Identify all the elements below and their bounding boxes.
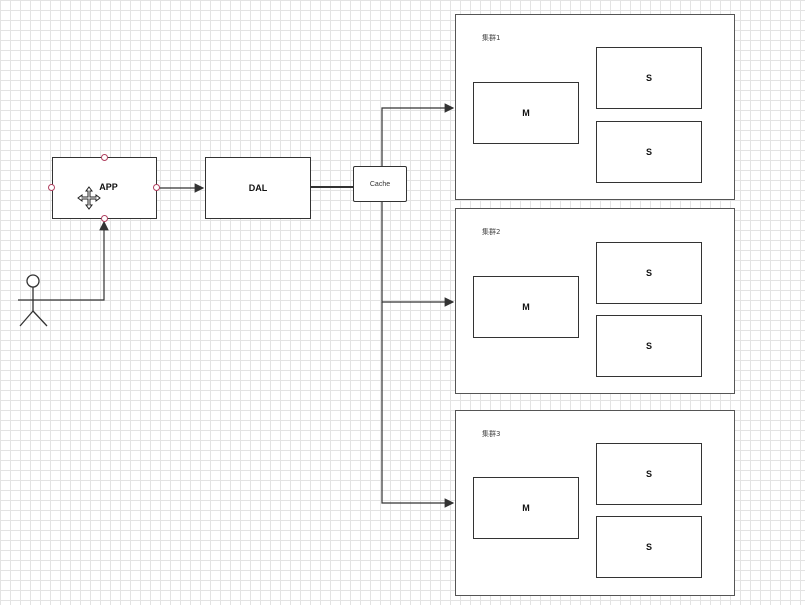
dal-node[interactable]: DAL (205, 157, 311, 219)
cluster-2-slave-2[interactable]: S (596, 315, 702, 377)
cluster-3-slave-1[interactable]: S (596, 443, 702, 505)
move-cursor-icon (77, 186, 101, 210)
cache-to-cluster2-connector (381, 202, 455, 307)
app-bottom-handle[interactable] (101, 215, 108, 222)
cluster-3-label: 集群3 (482, 430, 501, 438)
actor-to-app-connector (48, 220, 109, 301)
cluster-1-label: 集群1 (482, 34, 501, 42)
cache-node[interactable]: Cache (353, 166, 407, 202)
cluster-2-master-label: M (522, 302, 530, 312)
app-right-handle[interactable] (153, 184, 160, 191)
cluster-1-master-label: M (522, 108, 530, 118)
cache-to-cluster3-connector (381, 302, 455, 508)
cluster-3-slave-2[interactable]: S (596, 516, 702, 578)
cluster-3-master-label: M (522, 503, 530, 513)
cache-to-cluster1-connector (381, 103, 455, 166)
app-label: APP (99, 182, 118, 192)
app-top-handle[interactable] (101, 154, 108, 161)
dal-label: DAL (248, 183, 268, 193)
app-node[interactable]: APP (52, 157, 157, 219)
cluster-2-master[interactable]: M (473, 276, 579, 338)
cluster-2-slave-1-label: S (645, 268, 652, 278)
cluster-2-label: 集群2 (482, 228, 501, 236)
cluster-1-slave-2[interactable]: S (596, 121, 702, 183)
cluster-1-slave-2-label: S (645, 147, 652, 157)
cluster-3-slave-2-label: S (645, 542, 652, 552)
cluster-1-slave-1[interactable]: S (596, 47, 702, 109)
cache-label: Cache (369, 180, 391, 188)
cluster-1-master[interactable]: M (473, 82, 579, 144)
app-left-handle[interactable] (48, 184, 55, 191)
cluster-2-slave-1[interactable]: S (596, 242, 702, 304)
cluster-2-slave-2-label: S (645, 341, 652, 351)
cluster-3-master[interactable]: M (473, 477, 579, 539)
cluster-3-slave-1-label: S (645, 469, 652, 479)
actor-figure[interactable] (18, 274, 48, 327)
cluster-1-slave-1-label: S (645, 73, 652, 83)
